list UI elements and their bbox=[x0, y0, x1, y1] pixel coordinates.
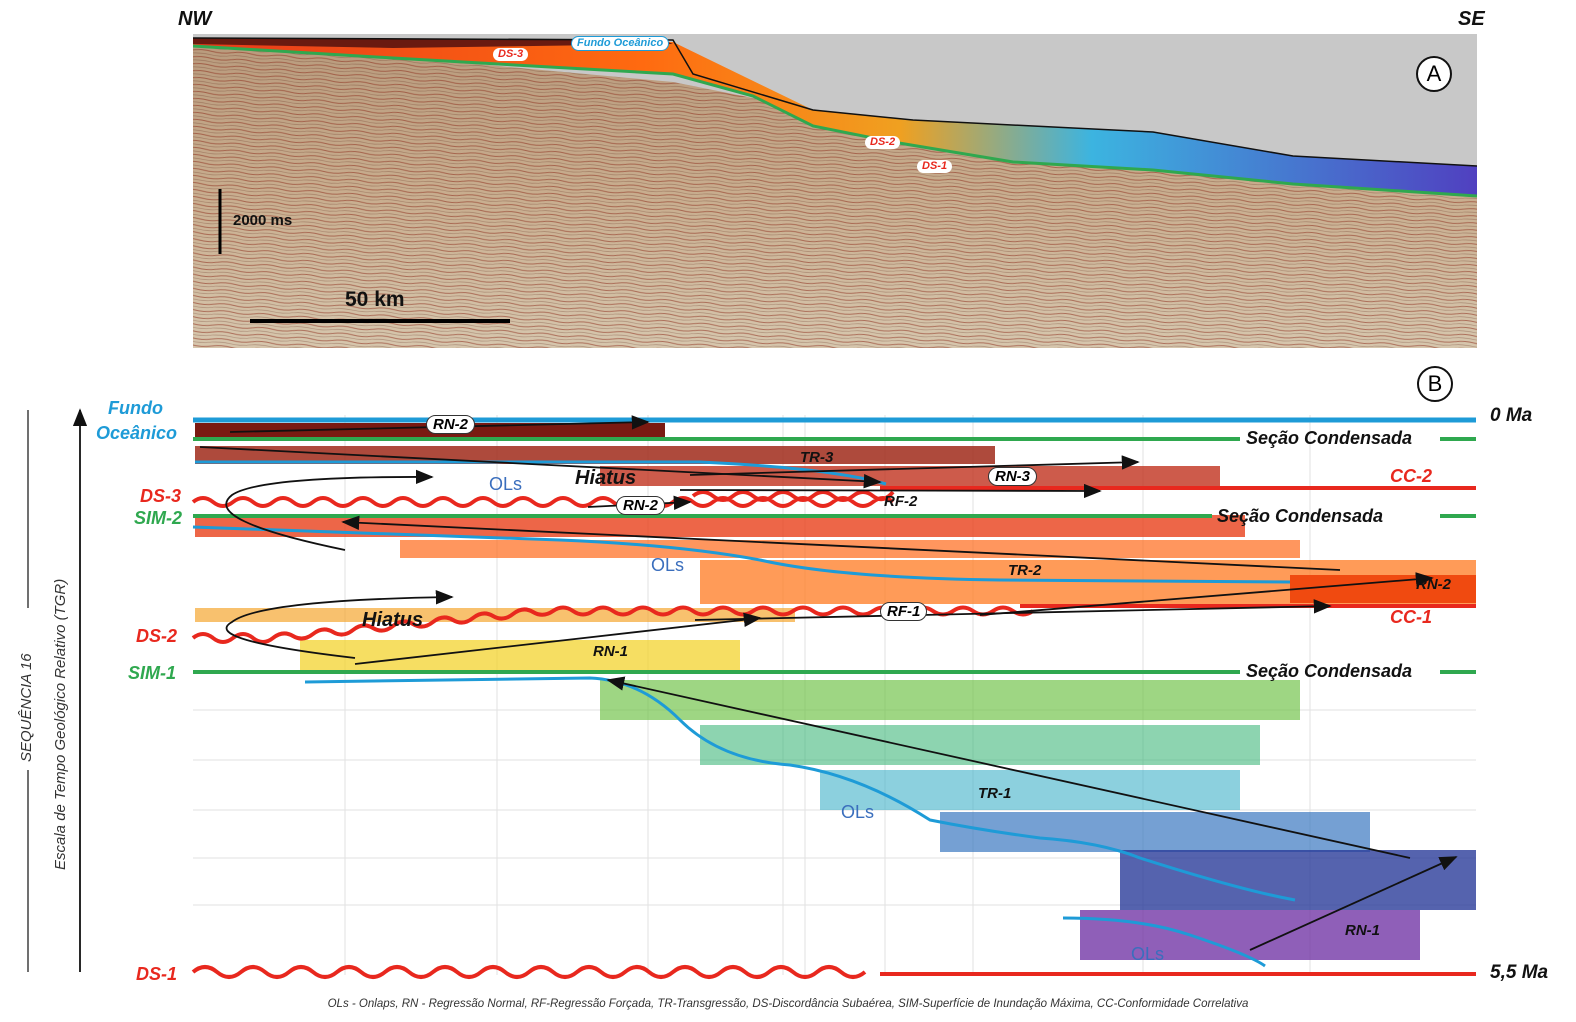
sequence-label: SEQUÊNCIA 16 bbox=[18, 653, 35, 762]
ds3-label-a: DS-3 bbox=[493, 48, 529, 61]
ols-bottom: OLs bbox=[1131, 944, 1165, 964]
age-bottom-label: 5,5 Ma bbox=[1490, 962, 1549, 983]
panel-b-marker: B bbox=[1417, 366, 1453, 402]
seafloor-label-a: Fundo Oceânico bbox=[571, 36, 670, 51]
rn2-right-label: RN-2 bbox=[1416, 576, 1452, 593]
rn3-pill: RN-3 bbox=[988, 467, 1038, 486]
seismic-section: Fundo Oceânico DS-3 DS-2 DS-1 2000 ms 50… bbox=[193, 34, 1477, 348]
scale-horizontal-label: 50 km bbox=[345, 288, 405, 311]
age-top-label: 0 Ma bbox=[1490, 405, 1533, 426]
ds3-label-b: DS-3 bbox=[140, 486, 182, 506]
tr2-label: TR-2 bbox=[1008, 562, 1042, 579]
condensed-section-top: Seção Condensada bbox=[1246, 428, 1413, 448]
rf1-pill: RF-1 bbox=[880, 602, 928, 621]
scale-vertical-label: 2000 ms bbox=[233, 212, 293, 229]
legend-text: OLs - Onlaps, RN - Regressão Normal, RF-… bbox=[327, 998, 1249, 1010]
ds2-label-a: DS-2 bbox=[865, 136, 901, 149]
rn1-upper-label: RN-1 bbox=[593, 643, 629, 660]
hiatus-upper: Hiatus bbox=[575, 467, 637, 489]
stratal-bands bbox=[195, 423, 1476, 960]
hiatus-lower: Hiatus bbox=[362, 609, 424, 631]
compass-se: SE bbox=[1458, 8, 1485, 30]
rn2-top-pill: RN-2 bbox=[426, 415, 476, 434]
ds1-label-a: DS-1 bbox=[917, 160, 953, 173]
condensed-section-low: Seção Condensada bbox=[1246, 661, 1413, 681]
ds3-wavy-line bbox=[191, 490, 895, 508]
ols-mid: OLs bbox=[651, 555, 685, 575]
tr1-label: TR-1 bbox=[978, 785, 1012, 802]
onlap-curves bbox=[192, 460, 1296, 968]
panel-a-marker: A bbox=[1416, 56, 1452, 92]
tr3-label: TR-3 bbox=[800, 449, 834, 466]
ds1-label-b: DS-1 bbox=[136, 964, 178, 984]
compass-nw: NW bbox=[178, 8, 212, 30]
sim2-label-b: SIM-2 bbox=[134, 508, 183, 528]
cc2-label: CC-2 bbox=[1390, 466, 1433, 486]
condensed-section-mid: Seção Condensada bbox=[1217, 506, 1384, 526]
rn1-lower-label: RN-1 bbox=[1345, 922, 1381, 939]
fundo-label-line1: Fundo bbox=[108, 398, 163, 418]
rn2-mid-pill: RN-2 bbox=[616, 496, 666, 515]
ols-upper: OLs bbox=[489, 474, 523, 494]
cc1-label: CC-1 bbox=[1390, 607, 1433, 627]
ols-lower: OLs bbox=[841, 802, 875, 822]
ds2-label-b: DS-2 bbox=[136, 626, 178, 646]
ds1-wavy-line bbox=[191, 965, 867, 979]
seismic-svg bbox=[193, 34, 1477, 348]
rf2-label: RF-2 bbox=[884, 493, 918, 510]
axis-title: Escala de Tempo Geológico Relativo (TGR) bbox=[52, 578, 69, 870]
fundo-label-line2: Oceânico bbox=[96, 423, 178, 443]
sim1-label-b: SIM-1 bbox=[128, 663, 177, 683]
